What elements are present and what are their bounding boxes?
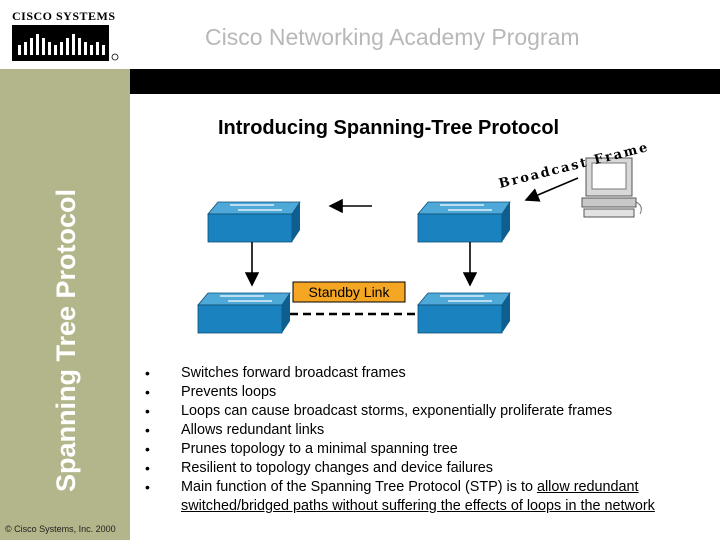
bullet-item: • Main function of the Spanning Tree Prot…: [143, 478, 718, 516]
bullet-dot: •: [145, 384, 150, 400]
cisco-logo: CISCO SYSTEMS: [12, 8, 122, 66]
bullet-dot: •: [145, 479, 150, 495]
bullet-dot: •: [145, 403, 150, 419]
switch-icon: [417, 201, 511, 243]
bullet-dot: •: [145, 422, 150, 438]
bullet-text: Loops can cause broadcast storms, expone…: [181, 403, 613, 419]
arrow-broadcast: [524, 177, 579, 202]
bullet-text: Prevents loops: [181, 384, 277, 400]
bullet-item: • Prevents loops: [143, 383, 718, 402]
bullet-dot: •: [145, 460, 150, 476]
switch-icon: [417, 292, 511, 334]
bullet-item: • Switches forward broadcast frames: [143, 364, 718, 383]
cisco-logo-icon: CISCO SYSTEMS: [12, 9, 119, 61]
bullet-item: • Resilient to topology changes and devic…: [143, 459, 718, 478]
bullet-text: Main function of the Spanning Tree Proto…: [181, 479, 537, 495]
bullet-text: Switches forward broadcast frames: [181, 365, 406, 381]
bullet-dot: •: [145, 441, 150, 457]
standby-link-label: Standby Link: [309, 284, 391, 300]
bullet-dot: •: [145, 365, 150, 381]
slide-title: Introducing Spanning-Tree Protocol: [218, 117, 560, 139]
bullet-item: • Allows redundant links: [143, 421, 718, 440]
sidebar: [0, 69, 130, 540]
standby-label-box: [292, 281, 406, 303]
bullet-text: Prunes topology to a minimal spanning tr…: [181, 441, 458, 457]
bullet-item: • Prunes topology to a minimal spanning t…: [143, 440, 718, 459]
bullet-list: • Switches forward broadcast frames • Prev…: [143, 364, 718, 516]
bullet-item: • Loops can cause broadcast storms, expon…: [143, 402, 718, 421]
switch-icon: [207, 201, 301, 243]
logo-bars: [18, 34, 105, 55]
vertical-title: Spanning Tree Protocol: [51, 188, 81, 492]
bullet-underlined-text: allow redundant switched/bridged paths w…: [181, 479, 655, 514]
computer-icon: [581, 157, 642, 218]
bullet-text: Allows redundant links: [181, 422, 325, 438]
header-title: Cisco Networking Academy Program: [205, 24, 580, 50]
logo-text: CISCO SYSTEMS: [12, 9, 116, 23]
bullet-text: Resilient to topology changes and device…: [181, 460, 493, 476]
switch-icon: [197, 292, 291, 334]
network-diagram: Broadcast Frame Standby Link: [197, 140, 651, 334]
copyright-notice: © Cisco Systems, Inc. 2000: [5, 524, 116, 534]
